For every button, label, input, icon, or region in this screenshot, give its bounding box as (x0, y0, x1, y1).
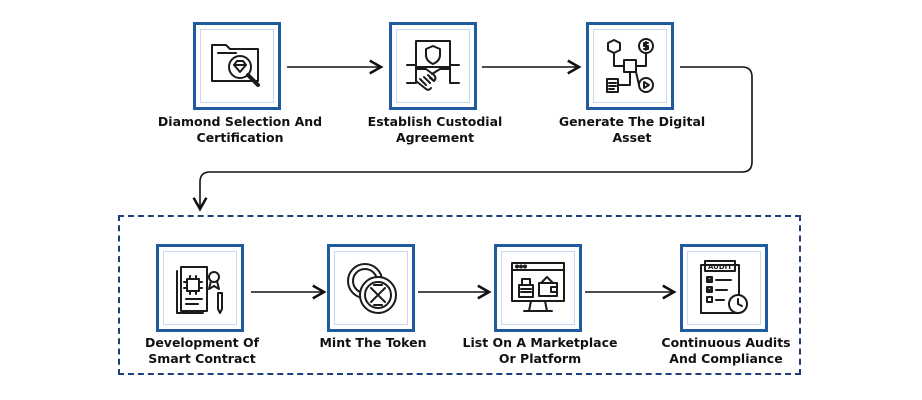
step-box-mint (327, 244, 415, 332)
step-box-digital (586, 22, 674, 110)
marketplace-monitor-icon (511, 262, 565, 312)
smart-contract-icon (176, 266, 223, 314)
step-label-mint: Mint The Token (319, 335, 427, 350)
handshake-shield-icon (406, 40, 460, 91)
diamond-search-icon (211, 44, 260, 87)
phase-group-border (118, 215, 801, 375)
step-box-diamond (193, 22, 281, 110)
digital-asset-network-icon (606, 38, 654, 93)
step-box-smart (156, 244, 244, 332)
audit-clipboard-icon: AUDIT (700, 260, 748, 314)
token-coins-icon (347, 263, 397, 314)
arrow-digital-to-smart (192, 66, 753, 212)
step-box-custodial (389, 22, 477, 110)
step-box-audit: AUDIT (680, 244, 768, 332)
svg-text:AUDIT: AUDIT (708, 263, 732, 271)
step-box-market (494, 244, 582, 332)
